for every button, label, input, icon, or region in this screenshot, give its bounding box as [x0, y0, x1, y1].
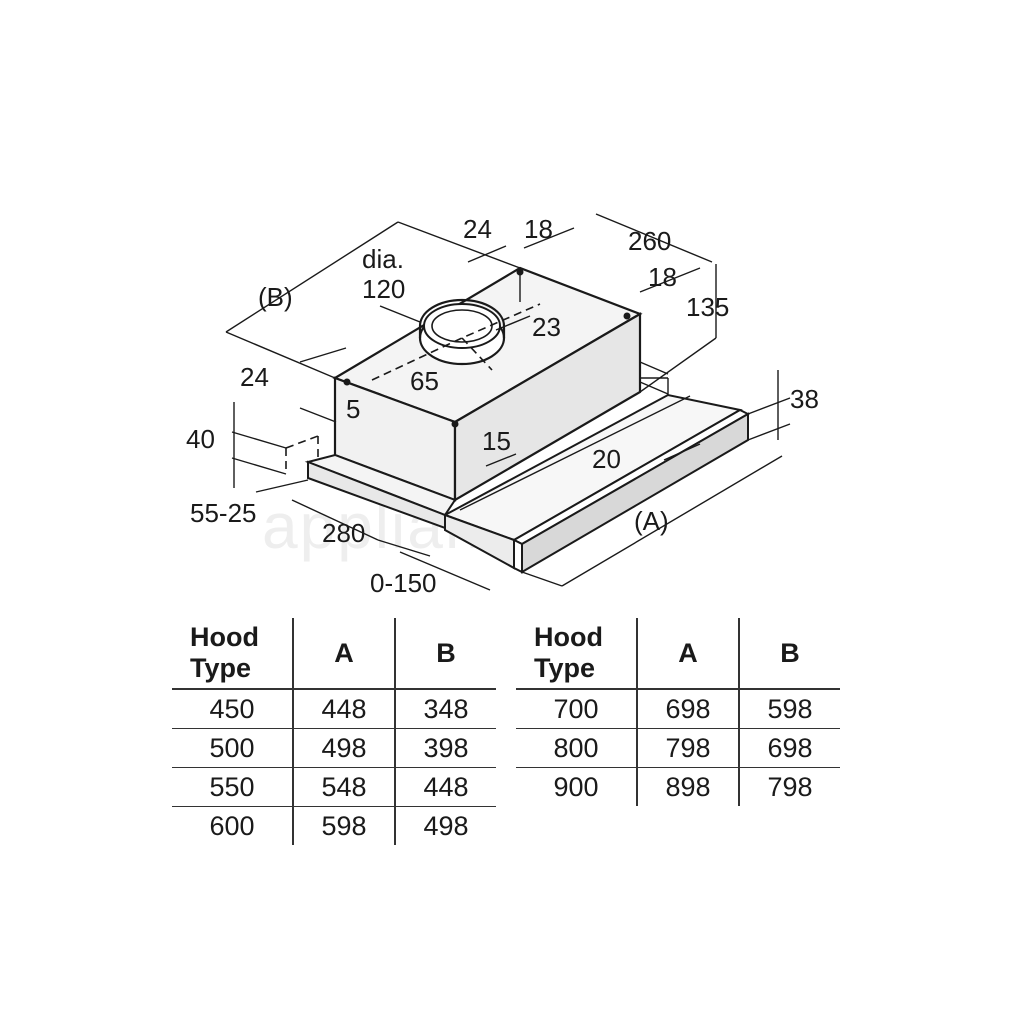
- hood-dimension-table-right: Hood Type A B 700 698 598 800 798 698 90…: [516, 618, 840, 806]
- dim-range-55-25: 55-25: [190, 498, 257, 528]
- cell-b: 448: [394, 767, 496, 807]
- cell-type: 900: [553, 771, 599, 802]
- dim-offset-65: 65: [410, 366, 439, 396]
- cell-b: 498: [394, 806, 496, 845]
- table-row: 800 798 698: [516, 728, 840, 768]
- cell-b: 398: [394, 728, 496, 768]
- header-a: A: [636, 618, 739, 690]
- header-b: B: [394, 618, 496, 690]
- hidden-edge: [285, 435, 319, 472]
- dim-mid-20: 20: [592, 444, 621, 474]
- cell-a: 548: [292, 767, 395, 807]
- dim-offset-23: 23: [532, 312, 561, 342]
- cell-a: 798: [636, 728, 739, 768]
- hood-dimension-drawing: appliance: [186, 213, 819, 598]
- dim-top-24: 24: [463, 214, 492, 244]
- cell-b: 348: [394, 689, 496, 729]
- dim-depth-280: 280: [322, 518, 365, 548]
- cell-a: 598: [292, 806, 395, 845]
- table-header-row: Hood Type A B: [172, 618, 496, 690]
- dim-gap-5: 5: [346, 394, 360, 424]
- centre-lines: [371, 303, 541, 381]
- header-hood-type: Hood Type: [172, 618, 293, 690]
- cell-type: 700: [516, 689, 637, 729]
- header-a: A: [292, 618, 395, 690]
- cell-type: 550: [172, 767, 293, 807]
- cell-type: 800: [516, 728, 637, 768]
- dim-height-38: 38: [790, 384, 819, 414]
- dim-extend-0-150: 0-150: [370, 568, 437, 598]
- dim-left-24: 24: [240, 362, 269, 392]
- dim-dia-label: dia.: [362, 244, 404, 274]
- dim-dia-120: 120: [362, 274, 405, 304]
- dim-depth-260: 260: [628, 226, 671, 256]
- table-row: 900 898 798: [516, 767, 840, 806]
- header-hood-type: Hood Type: [516, 618, 637, 690]
- dim-a-label: (A): [634, 506, 669, 536]
- cell-b: 598: [738, 689, 840, 729]
- cell-type: 500: [172, 728, 293, 768]
- table-header-row: Hood Type A B: [516, 618, 840, 690]
- dimension-lines: [225, 213, 791, 591]
- dim-height-135: 135: [686, 292, 729, 322]
- table-row: 500 498 398: [172, 728, 496, 768]
- cell-b: 698: [738, 728, 840, 768]
- dimension-texts: 24 18 260 dia. 120 (B) 18 135 23 24 65 5…: [186, 214, 819, 598]
- cell-a: 698: [636, 689, 739, 729]
- table-row: 700 698 598: [516, 689, 840, 729]
- dim-top-18: 18: [524, 214, 553, 244]
- cell-a: 898: [636, 767, 739, 806]
- hood-dimension-table-left: Hood Type A B 450 448 348 500 498 398 55…: [172, 618, 496, 845]
- pull-out-tray: [304, 377, 751, 574]
- dim-height-40: 40: [186, 424, 215, 454]
- table-row: 450 448 348: [172, 689, 496, 729]
- dim-b-label: (B): [258, 282, 293, 312]
- header-b: B: [738, 618, 840, 690]
- cell-type: 450: [172, 689, 293, 729]
- dim-mid-15: 15: [482, 426, 511, 456]
- cell-b: 798: [738, 767, 840, 806]
- table-row: 600 598 498: [172, 806, 496, 845]
- table-row: 550 548 448: [172, 767, 496, 807]
- cell-type: 600: [209, 810, 255, 841]
- cell-a: 498: [292, 728, 395, 768]
- dim-right-18: 18: [648, 262, 677, 292]
- cell-a: 448: [292, 689, 395, 729]
